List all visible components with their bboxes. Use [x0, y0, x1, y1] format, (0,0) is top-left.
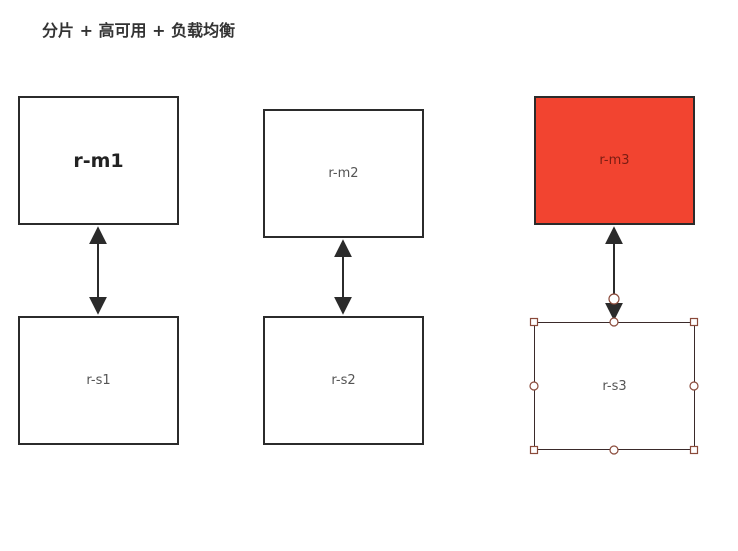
node-r-s3[interactable]: r-s3 — [534, 322, 695, 450]
node-r-s1[interactable]: r-s1 — [18, 316, 179, 445]
resize-handle-left[interactable] — [529, 381, 539, 391]
node-label: r-s2 — [331, 373, 356, 388]
node-label: r-s1 — [86, 373, 111, 388]
resize-handle-bottom-left[interactable] — [529, 445, 539, 455]
resize-handle-bottom-right[interactable] — [689, 445, 699, 455]
resize-handle-bottom[interactable] — [609, 445, 619, 455]
connection-point-handle[interactable] — [608, 293, 620, 305]
node-r-m3[interactable]: r-m3 — [534, 96, 695, 225]
node-r-m1[interactable]: r-m1 — [18, 96, 179, 225]
resize-handle-top[interactable] — [609, 317, 619, 327]
resize-handle-top-right[interactable] — [689, 317, 699, 327]
node-label: r-m1 — [73, 149, 124, 172]
node-label: r-m2 — [328, 166, 359, 181]
resize-handle-top-left[interactable] — [529, 317, 539, 327]
node-label: r-s3 — [602, 378, 627, 394]
node-r-s2[interactable]: r-s2 — [263, 316, 424, 445]
resize-handle-right[interactable] — [689, 381, 699, 391]
diagram-title: 分片 + 高可用 + 负载均衡 — [42, 21, 236, 40]
node-r-m2[interactable]: r-m2 — [263, 109, 424, 238]
node-label: r-m3 — [599, 153, 630, 168]
